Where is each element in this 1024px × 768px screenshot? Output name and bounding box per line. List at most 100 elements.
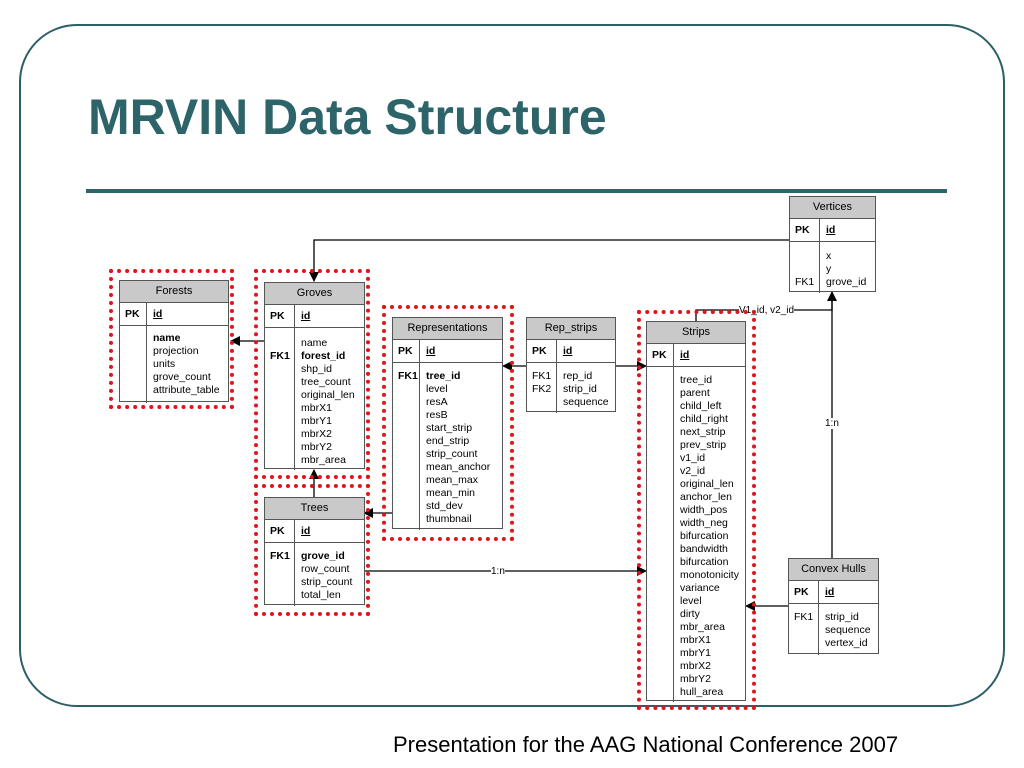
vertices-fk-label: FK1 bbox=[795, 276, 815, 288]
groves-table: Groves PK id FK1 name forest_id shp_id t… bbox=[264, 282, 365, 470]
strips-field: tree_id bbox=[680, 374, 713, 386]
strips-table: Strips PK id tree_id parent child_left c… bbox=[646, 321, 746, 702]
strips-field: v1_id bbox=[680, 452, 706, 464]
trees-pk-label: PK bbox=[265, 520, 295, 542]
forests-highlight bbox=[109, 269, 234, 409]
strips-field: mbrX1 bbox=[680, 634, 711, 646]
vertices-field: y bbox=[826, 263, 832, 275]
convex-hulls-field: strip_id bbox=[825, 611, 859, 623]
strips-field: dirty bbox=[680, 608, 700, 620]
convex-hulls-pk-field: id bbox=[825, 586, 835, 598]
rep-strips-fk-label: FK2 bbox=[532, 383, 552, 395]
strips-table-name: Strips bbox=[647, 322, 745, 344]
strips-field: width_pos bbox=[680, 504, 728, 516]
forests-field: name bbox=[153, 332, 181, 344]
vertices-table-name: Vertices bbox=[790, 197, 875, 219]
trees-pk-field: id bbox=[301, 525, 311, 537]
strips-field: child_right bbox=[680, 413, 728, 425]
slide-title: MRVIN Data Structure bbox=[88, 89, 607, 145]
convex-hulls-table-name: Convex Hulls bbox=[789, 559, 878, 581]
vertices-field: grove_id bbox=[826, 276, 867, 288]
groves-field: forest_id bbox=[301, 350, 346, 362]
strips-field: hull_area bbox=[680, 686, 724, 698]
strips-vertices-label: V1_id, v2_id bbox=[739, 305, 795, 316]
groves-field: shp_id bbox=[301, 363, 332, 375]
groves-field: name bbox=[301, 337, 328, 349]
slide-footer: Presentation for the AAG National Confer… bbox=[393, 732, 899, 757]
forests-field: units bbox=[153, 358, 176, 370]
strips-highlight bbox=[637, 310, 756, 710]
representations-field: mean_max bbox=[426, 474, 478, 486]
representations-table: Representations PK id FK1 tree_id level … bbox=[392, 317, 503, 530]
groves-fk-label: FK1 bbox=[270, 350, 290, 362]
representations-field: mean_min bbox=[426, 487, 476, 499]
representations-table-name: Representations bbox=[393, 318, 502, 340]
rep-strips-table: Rep_strips PK id FK1 FK2 rep_id strip_id… bbox=[526, 317, 616, 413]
strips-pk-field: id bbox=[680, 349, 690, 361]
rep-strips-field: sequence bbox=[563, 396, 609, 408]
representations-field: mean_anchor bbox=[426, 461, 491, 473]
groves-field: tree_count bbox=[301, 376, 351, 388]
trees-strips-cardinality: 1:n bbox=[491, 566, 505, 577]
strips-field: mbrY2 bbox=[680, 673, 711, 685]
representations-field: std_dev bbox=[426, 500, 463, 512]
representations-field: level bbox=[426, 383, 448, 395]
groves-field: original_len bbox=[301, 389, 355, 401]
groves-field: mbrY2 bbox=[301, 441, 332, 453]
trees-fk-label: FK1 bbox=[270, 550, 290, 562]
forests-field: projection bbox=[153, 345, 199, 357]
representations-field: thumbnail bbox=[426, 513, 472, 525]
strips-field: bifurcation bbox=[680, 530, 729, 542]
strips-field: v2_id bbox=[680, 465, 706, 477]
strips-pk-label: PK bbox=[647, 344, 674, 366]
forests-field: grove_count bbox=[153, 371, 211, 383]
vertices-table: Vertices PK id FK1 x y grove_id bbox=[789, 196, 876, 293]
rep-strips-field: strip_id bbox=[563, 383, 597, 395]
trees-field: strip_count bbox=[301, 576, 353, 588]
groves-field: mbrX1 bbox=[301, 402, 332, 414]
groves-pk-label: PK bbox=[265, 305, 295, 327]
title-rule bbox=[86, 189, 947, 193]
strips-field: child_left bbox=[680, 400, 722, 412]
representations-field: resB bbox=[426, 409, 448, 421]
groves-highlight bbox=[254, 269, 370, 479]
trees-field: grove_id bbox=[301, 550, 345, 562]
forests-field: attribute_table bbox=[153, 384, 220, 396]
strips-field: mbr_area bbox=[680, 621, 725, 633]
strips-field: bandwidth bbox=[680, 543, 728, 555]
hulls-vertices-cardinality: 1:n bbox=[825, 418, 839, 429]
representations-field: tree_id bbox=[426, 370, 461, 382]
vertices-pk-label: PK bbox=[790, 219, 820, 241]
representations-highlight bbox=[382, 305, 514, 541]
vertices-pk-field: id bbox=[826, 224, 836, 236]
vertices-groves-line bbox=[309, 239, 790, 282]
rep-strips-field: rep_id bbox=[563, 370, 593, 382]
convex-hulls-field: vertex_id bbox=[825, 637, 868, 649]
representations-field: end_strip bbox=[426, 435, 470, 447]
rep-strips-table-name: Rep_strips bbox=[527, 318, 615, 340]
representations-pk-label: PK bbox=[393, 340, 420, 362]
convex-hulls-fk-label: FK1 bbox=[794, 611, 814, 623]
representations-pk-field: id bbox=[426, 345, 436, 357]
forests-table: Forests PK id name projection units grov… bbox=[119, 280, 229, 403]
rep-strips-pk-field: id bbox=[563, 345, 573, 357]
strips-field: monotonicity bbox=[680, 569, 739, 581]
forests-table-name: Forests bbox=[120, 281, 228, 303]
convex-hulls-pk-label: PK bbox=[789, 581, 819, 603]
trees-highlight bbox=[254, 484, 370, 616]
trees-field: total_len bbox=[301, 589, 341, 601]
convex-hulls-field: sequence bbox=[825, 624, 871, 636]
strips-field: width_neg bbox=[680, 517, 728, 529]
groves-pk-field: id bbox=[301, 310, 311, 322]
rep-strips-pk-label: PK bbox=[527, 340, 557, 362]
representations-fk-label: FK1 bbox=[398, 370, 418, 382]
strips-field: level bbox=[680, 595, 702, 607]
strips-field: anchor_len bbox=[680, 491, 732, 503]
strips-field: mbrY1 bbox=[680, 647, 711, 659]
representations-field: start_strip bbox=[426, 422, 473, 434]
groves-field: mbrX2 bbox=[301, 428, 332, 440]
representations-field: resA bbox=[426, 396, 448, 408]
strips-field: parent bbox=[680, 387, 710, 399]
trees-table-name: Trees bbox=[265, 498, 364, 520]
trees-table: Trees PK id FK1 grove_id row_count strip… bbox=[264, 497, 365, 606]
